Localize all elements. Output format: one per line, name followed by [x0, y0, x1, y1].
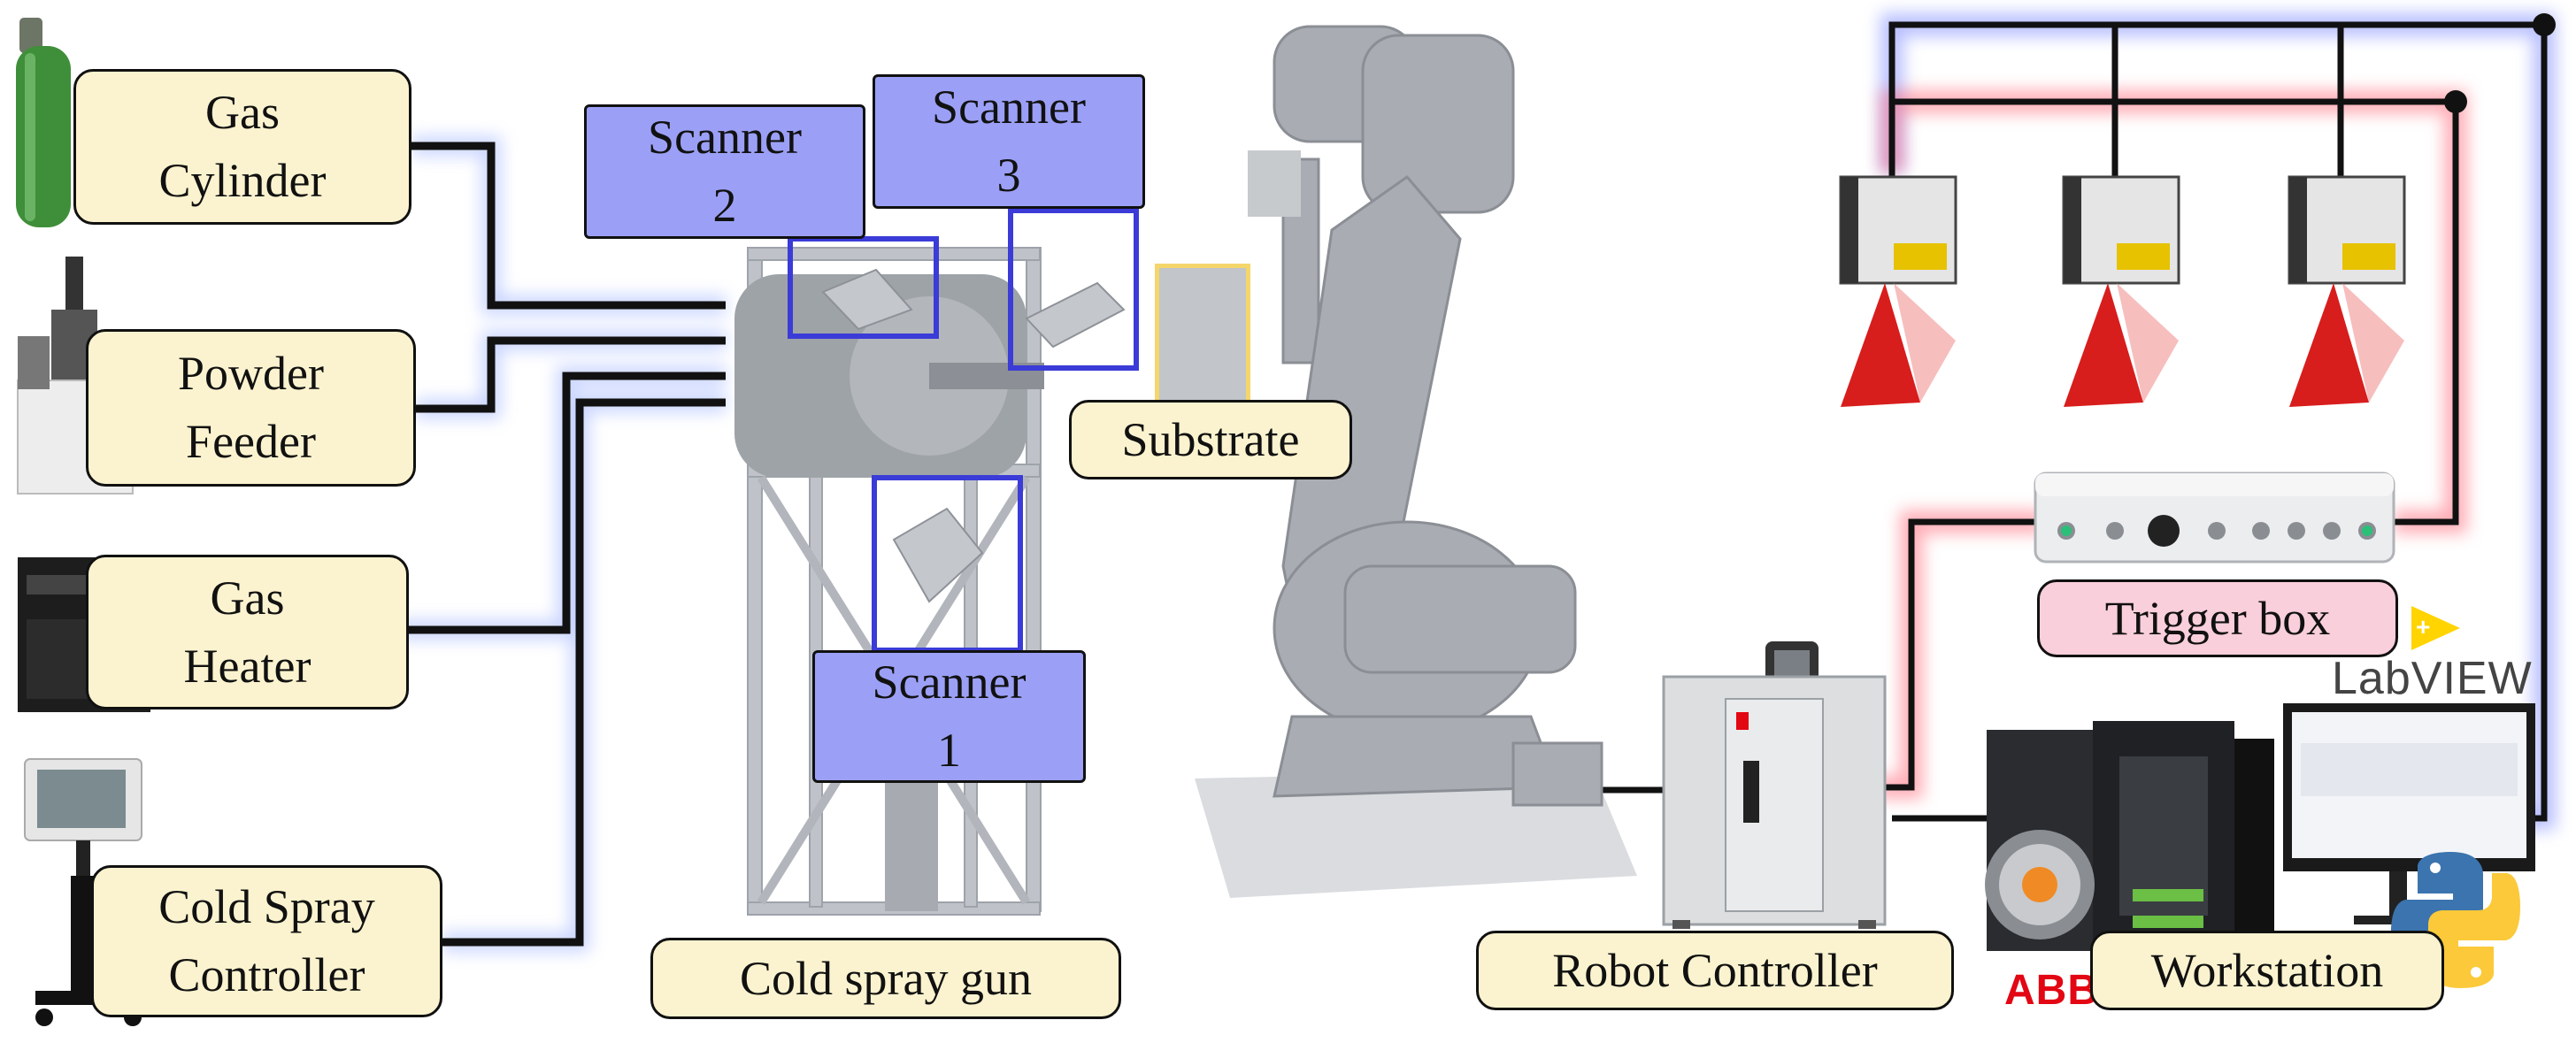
robot-arm-illustration: [1195, 25, 1637, 898]
gas-heater-label: Gas Heater: [86, 555, 409, 709]
abb-logo: ABB: [2004, 967, 2099, 1014]
hose-cold-spray-controller: [442, 398, 726, 947]
trigger-box-device: [2034, 472, 2395, 564]
gas-cylinder-label: Gas Cylinder: [73, 69, 411, 225]
trigger-box-label: Trigger box: [2037, 579, 2398, 657]
hose-gas-heater: [398, 372, 726, 634]
scanner-2-label: Scanner 2: [584, 104, 865, 239]
cold-spray-gun-label: Cold spray gun: [650, 938, 1121, 1019]
labview-label: LabVIEW: [2332, 653, 2533, 704]
cold-spray-controller-label: Cold Spray Controller: [91, 865, 442, 1017]
laser-scanners: [1839, 175, 2406, 407]
bus-node-blue: [2533, 13, 2556, 36]
scanner-highlight-outlines: [788, 208, 1139, 653]
gas-cylinder-illustration: [16, 18, 71, 227]
trigger-to-robot-controller: [1876, 518, 2044, 791]
labview-icon: +: [2411, 606, 2460, 650]
left-hoses: [398, 142, 726, 947]
scanner-3-outline: [1008, 208, 1139, 371]
svg-text:+: +: [2416, 613, 2430, 640]
bus-node-red: [2444, 90, 2467, 113]
scanner-2-outline: [788, 236, 939, 339]
hose-gas-cylinder: [411, 142, 726, 310]
laser-scanner-1: [1839, 175, 1957, 407]
robot-controller-cabinet: [1662, 641, 1887, 929]
laser-scanner-2: [2062, 175, 2180, 407]
robot-controller-label: Robot Controller: [1476, 931, 1954, 1010]
substrate-plate: [1155, 264, 1250, 405]
scanner-3-label: Scanner 3: [873, 74, 1145, 209]
scanner-1-label: Scanner 1: [812, 650, 1086, 783]
hose-powder-feeder: [416, 336, 726, 413]
powder-feeder-label: Powder Feeder: [86, 329, 416, 487]
workstation-label: Workstation: [2090, 931, 2444, 1010]
robot-studio-logo: [1985, 830, 2095, 939]
substrate-label: Substrate: [1069, 400, 1352, 479]
laser-scanner-3: [2288, 175, 2406, 407]
